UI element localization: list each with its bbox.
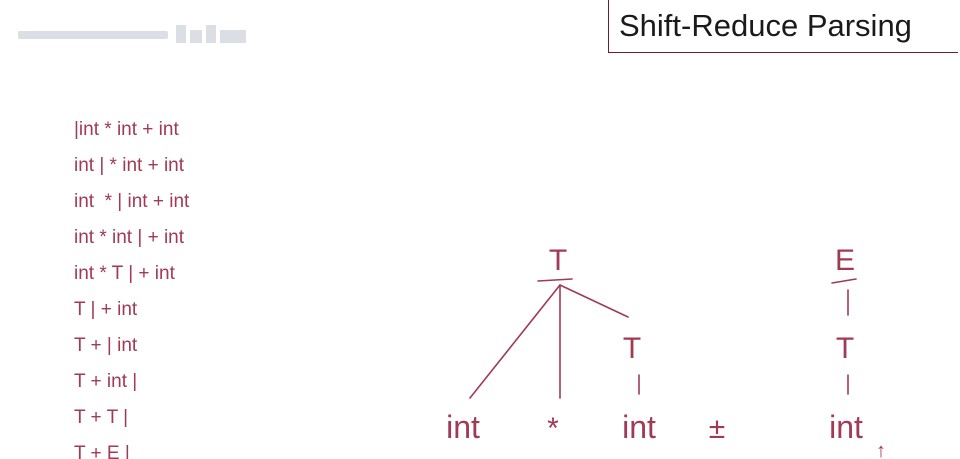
title-box: Shift-Reduce Parsing xyxy=(608,0,958,53)
tree-leaf-4: ± xyxy=(709,412,725,445)
tree-leaf-2: * xyxy=(547,412,559,445)
parse-step-6: T | + int xyxy=(74,299,138,320)
underline-root-left xyxy=(537,278,573,282)
tree-leaf-5: int xyxy=(829,409,863,445)
parse-step-10: T + E | xyxy=(74,443,130,459)
tree-leaf-3: int xyxy=(622,409,656,445)
tree-node-mid-left: T xyxy=(623,332,641,365)
parse-step-9: T + T | xyxy=(74,407,129,428)
edge-root-left-to-mid-left xyxy=(559,284,629,318)
parse-step-5: int * T | + int xyxy=(74,263,175,284)
tree-node-root-right: E xyxy=(835,244,855,277)
parse-step-1: |int * int + int xyxy=(74,119,179,140)
parse-step-3: int * | int + int xyxy=(74,191,190,212)
tree-node-root-left: T xyxy=(549,244,567,277)
parse-step-4: int * int | + int xyxy=(74,227,185,248)
underline-root-right xyxy=(831,278,857,284)
parse-step-8: T + int | xyxy=(74,371,138,392)
parse-step-7: T + | int xyxy=(74,335,138,356)
watermark-logo xyxy=(18,25,246,43)
parse-steps-list: |int * int + int int | * int + int int *… xyxy=(74,112,189,459)
slide-title: Shift-Reduce Parsing xyxy=(619,8,912,43)
input-cursor-arrow-icon: ↑ xyxy=(876,440,886,459)
edge-root-left-to-leaf-1 xyxy=(469,284,561,399)
tree-node-mid-right: T xyxy=(836,332,854,365)
tree-leaf-1: int xyxy=(446,409,480,445)
parse-step-2: int | * int + int xyxy=(74,155,185,176)
